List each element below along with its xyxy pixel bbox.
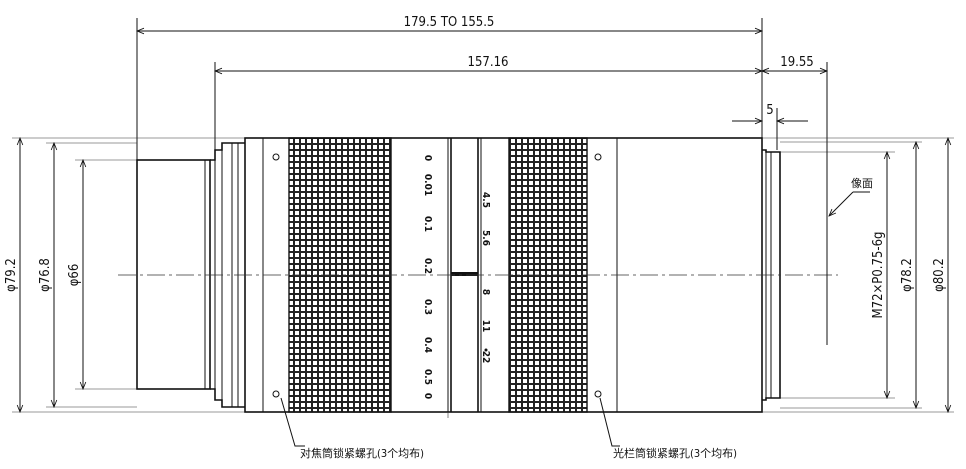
dim-rear-inner-dia-text: φ78.2 xyxy=(900,258,915,292)
focus-scale-label: 0.1 xyxy=(422,216,433,232)
dimension-flange-back: 19.55 xyxy=(762,55,827,71)
focus-lock-note: 对焦筒锁紧螺孔(3个均布) xyxy=(280,397,424,460)
aperture-scale: 4.5 5.6 8 11 22 xyxy=(480,192,491,363)
dimension-front-inner-dia: φ66 xyxy=(67,160,83,389)
focus-scale-label: 0.01 xyxy=(422,174,433,196)
aperture-scale-label: 4.5 xyxy=(480,192,491,208)
dimension-front-outer-dia: φ79.2 xyxy=(4,138,20,412)
dimension-rear-outer-dia: φ80.2 xyxy=(932,138,948,412)
focus-scale-label: 0 xyxy=(422,155,433,161)
dim-front-mid-dia-text: φ76.8 xyxy=(38,258,53,292)
dim-body-length-text: 157.16 xyxy=(468,55,509,70)
dim-front-inner-dia-text: φ66 xyxy=(67,264,82,287)
focus-lock-note-text: 对焦筒锁紧螺孔(3个均布) xyxy=(300,446,424,460)
focus-scale-label: 0.4 xyxy=(422,337,433,353)
front-ring-top xyxy=(210,142,245,161)
dim-total-length-text: 179.5 TO 155.5 xyxy=(404,15,495,30)
index-mark xyxy=(451,272,478,276)
aperture-scale-label: 8 xyxy=(480,289,491,295)
image-plane: 像面 xyxy=(826,150,873,345)
focus-scale: 0 0.01 0.1 0.2 0.3 0.4 0.5 0 xyxy=(422,155,433,399)
dim-front-outer-dia-text: φ79.2 xyxy=(4,258,19,292)
dim-rear-outer-dia-text: φ80.2 xyxy=(932,258,947,292)
dimension-front-mid-dia: φ76.8 xyxy=(38,143,54,407)
focus-screw-hole-bottom xyxy=(272,390,280,398)
aperture-scale-label: 22 xyxy=(480,351,491,364)
aperture-scale-label: 11 xyxy=(480,320,491,333)
dimension-total-length: 179.5 TO 155.5 xyxy=(137,15,762,31)
dim-thread-spec-text: M72×P0.75-6g xyxy=(871,232,886,319)
aperture-screw-hole-top xyxy=(594,153,602,161)
focus-scale-label: 0 xyxy=(422,393,433,399)
aperture-lock-note: 光栏筒锁紧螺孔(3个均布) xyxy=(599,397,737,460)
lens-body xyxy=(136,137,781,418)
image-plane-label: 像面 xyxy=(851,177,873,190)
dim-thread-depth-text: 5 xyxy=(766,103,773,118)
dim-flange-back-text: 19.55 xyxy=(780,55,813,70)
focus-scale-label: 0.2 xyxy=(422,258,433,274)
focus-scale-label: 0.5 xyxy=(422,369,433,385)
dimension-thread-spec: M72×P0.75-6g xyxy=(871,152,887,398)
dimension-thread-depth: 5 xyxy=(732,103,808,121)
focus-screw-hole-top xyxy=(272,153,280,161)
focus-scale-label: 0.3 xyxy=(422,299,433,315)
front-ring-bottom xyxy=(210,388,245,408)
aperture-lock-note-text: 光栏筒锁紧螺孔(3个均布) xyxy=(613,446,737,460)
dimension-body-length: 157.16 xyxy=(215,55,762,71)
dimension-rear-inner-dia: φ78.2 xyxy=(900,142,916,408)
aperture-screw-hole-bottom xyxy=(594,390,602,398)
aperture-scale-label: 5.6 xyxy=(480,230,491,246)
front-hood xyxy=(136,159,211,390)
